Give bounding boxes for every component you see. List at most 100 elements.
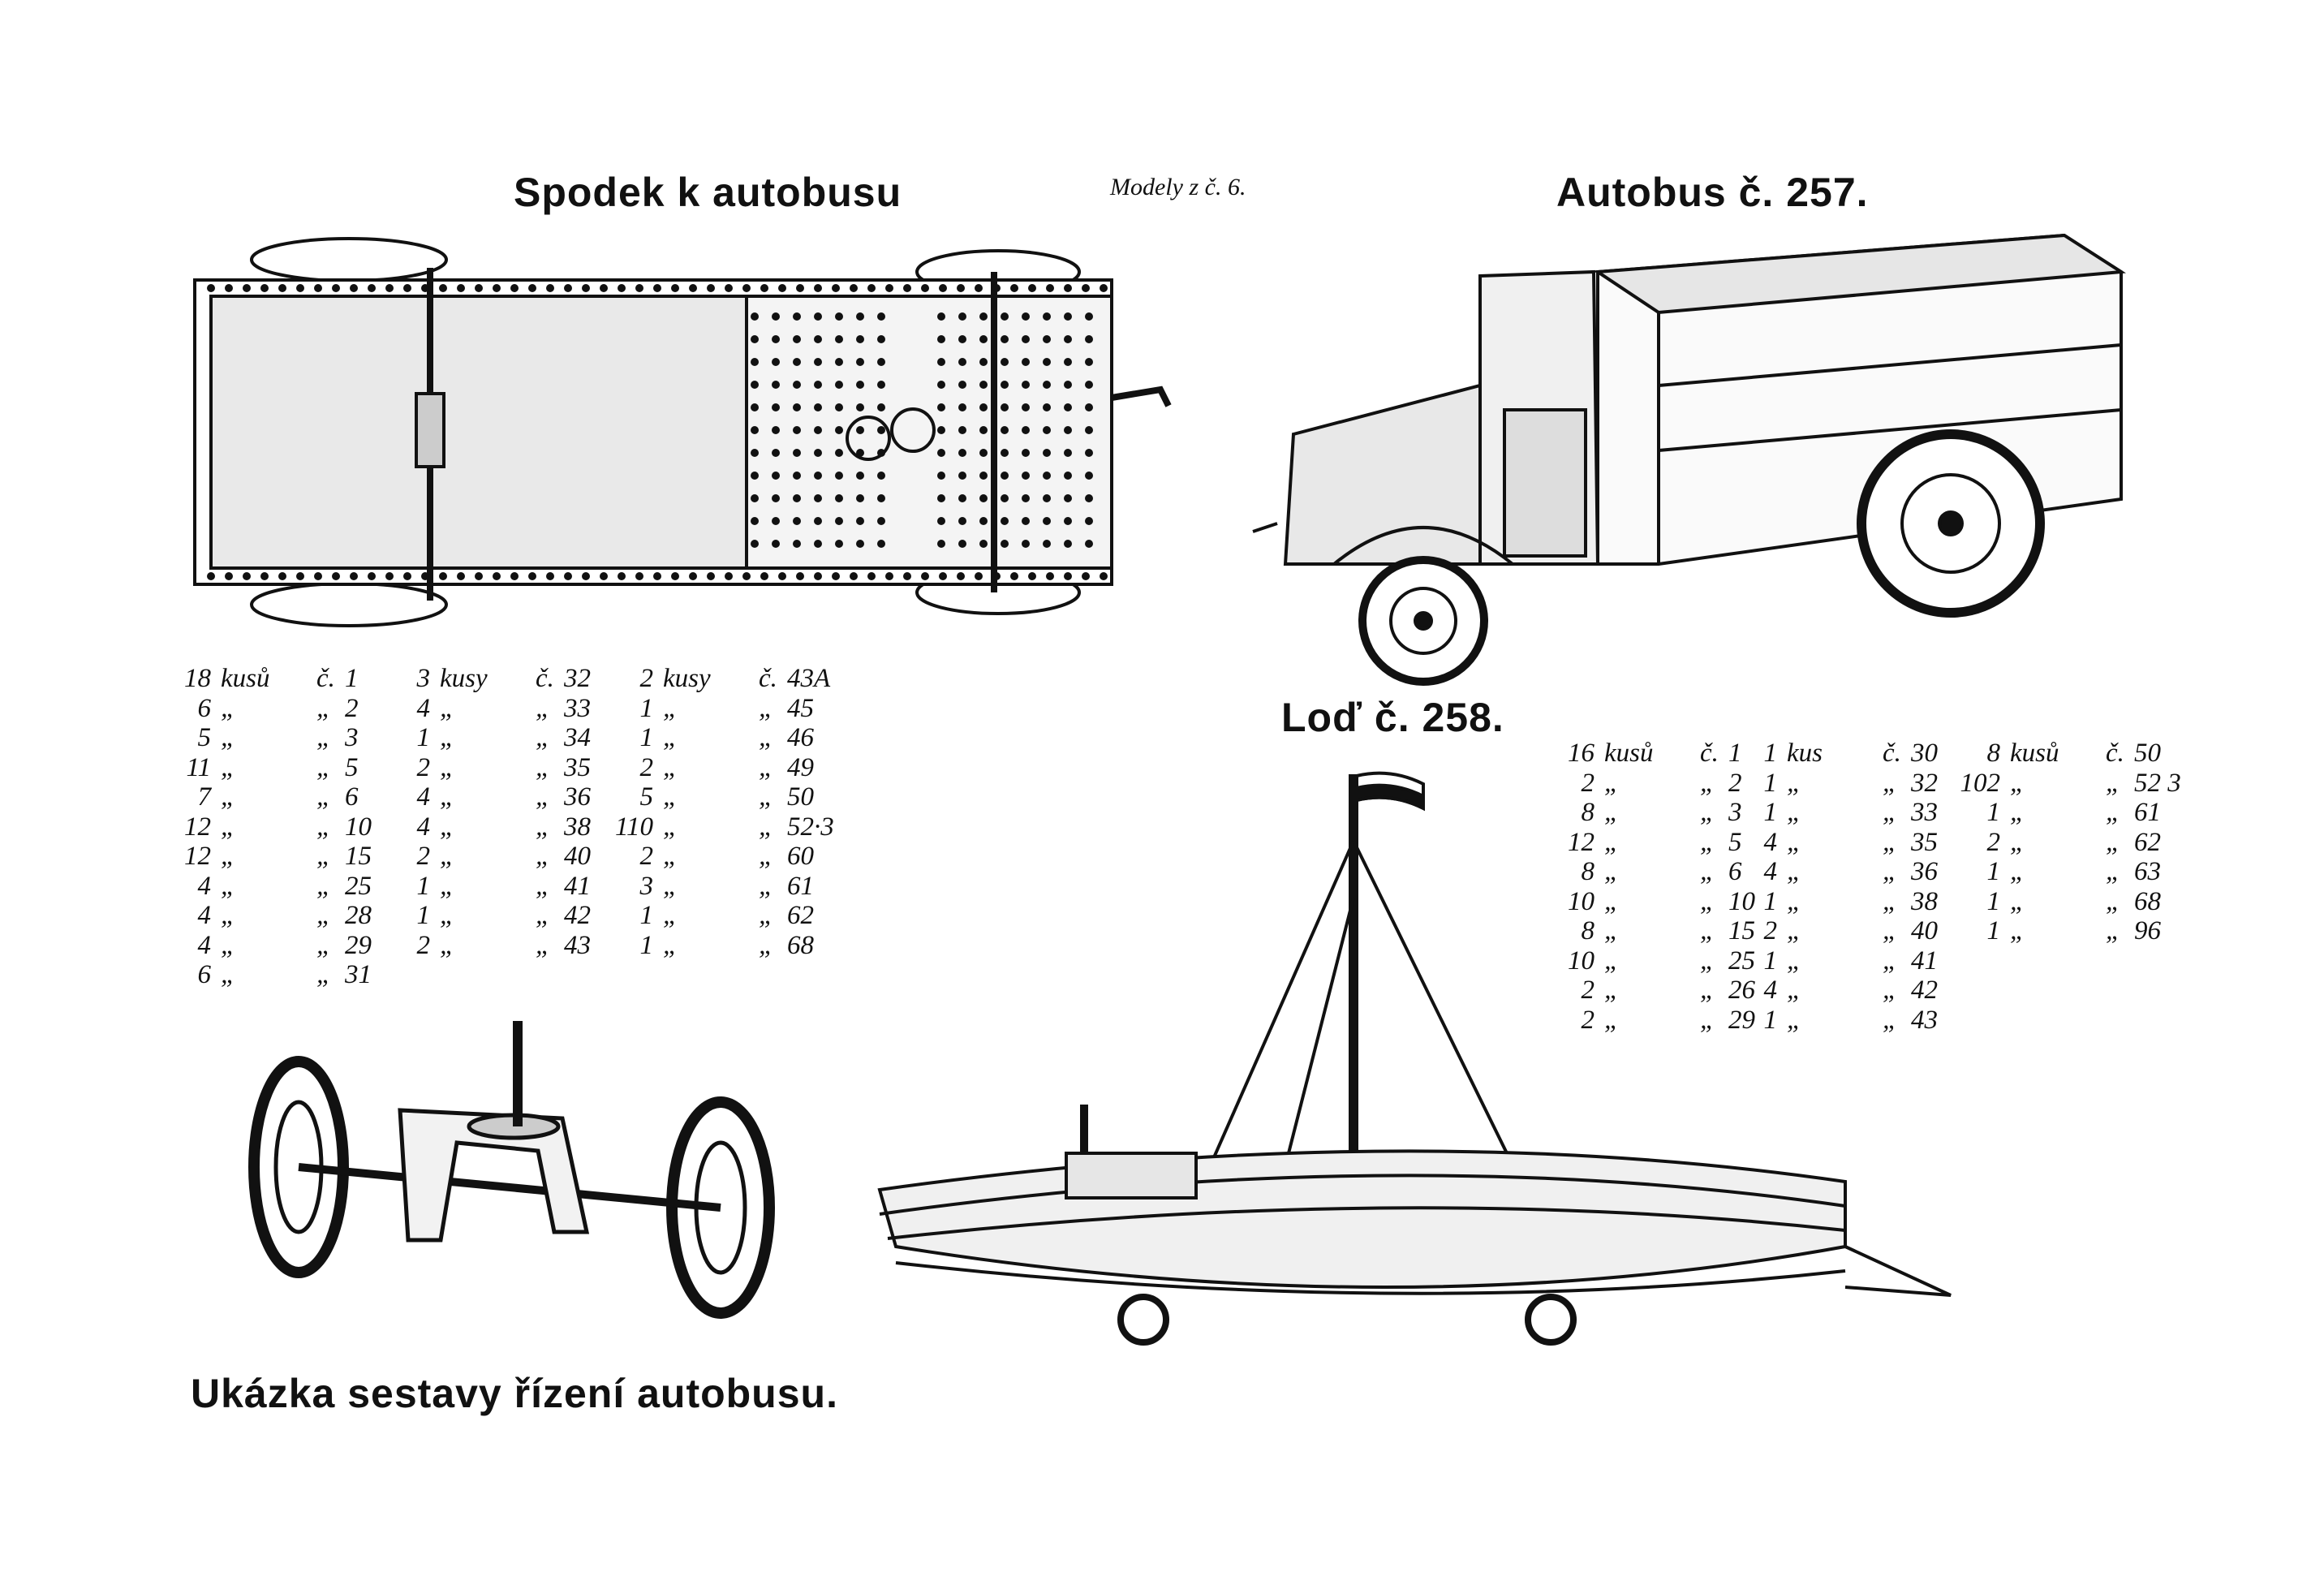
part-number: 36: [1911, 857, 1938, 886]
chassis-illustration: [193, 237, 1172, 627]
part-quantity: 4: [1763, 827, 1778, 857]
part-unit: kus: [1787, 739, 1823, 768]
part-number-label: „: [1700, 857, 1715, 886]
part-number-label: „: [2106, 857, 2121, 886]
part-unit: „: [1604, 886, 1620, 916]
part-number-label: „: [1700, 768, 1715, 798]
part-number: 32: [564, 664, 591, 693]
part-number-label: „: [1883, 827, 1898, 857]
part-number: 3: [1728, 798, 1742, 827]
part-number: 62: [787, 901, 814, 930]
part-number-label: „: [1700, 1005, 1715, 1035]
part-number: 40: [564, 842, 591, 871]
part-quantity: 1: [1763, 1005, 1778, 1035]
part-number: 40: [1911, 916, 1938, 945]
part-number: 38: [1911, 886, 1938, 916]
part-unit: „: [1604, 768, 1620, 798]
part-number-label: „: [1883, 857, 1898, 886]
part-number: 96: [2134, 916, 2161, 945]
part-quantity: 1: [1763, 739, 1778, 768]
part-number: 61: [2134, 798, 2161, 827]
part-unit: „: [1604, 827, 1620, 857]
part-unit: „: [221, 723, 236, 752]
part-quantity: 1: [639, 693, 654, 723]
part-number: 52 3: [2134, 768, 2181, 798]
part-unit: „: [440, 842, 455, 871]
part-number: 1: [1728, 739, 1742, 768]
part-quantity: 2: [1581, 976, 1595, 1005]
part-number: 35: [1911, 827, 1938, 857]
part-quantity: 1: [416, 901, 431, 930]
part-number-label: „: [316, 752, 332, 782]
ship-illustration: [877, 771, 1952, 1346]
part-unit: kusy: [440, 664, 488, 693]
part-number: 3: [345, 723, 359, 752]
part-number: 42: [564, 901, 591, 930]
part-number: 34: [564, 723, 591, 752]
part-quantity: 1: [1986, 916, 2001, 945]
chassis-title: Spodek k autobusu: [514, 170, 902, 215]
part-unit: „: [1787, 945, 1802, 976]
part-unit: „: [221, 782, 236, 812]
part-unit: „: [663, 871, 678, 901]
part-quantity: 1: [1763, 886, 1778, 916]
part-quantity: 110: [614, 812, 653, 842]
part-number: 25: [345, 871, 372, 901]
part-number-label: „: [536, 693, 551, 723]
part-number-label: „: [536, 723, 551, 752]
part-number-label: „: [1700, 798, 1715, 827]
part-quantity: 8: [1986, 739, 2001, 768]
part-quantity: 4: [197, 871, 212, 901]
part-number-label: „: [536, 842, 551, 871]
part-number: 60: [787, 842, 814, 871]
part-quantity: 11: [186, 752, 211, 782]
part-number-label: „: [2106, 768, 2121, 798]
part-unit: „: [2010, 916, 2025, 945]
part-unit: „: [1787, 1005, 1802, 1035]
part-number: 36: [564, 782, 591, 812]
part-unit: „: [1787, 916, 1802, 945]
part-number: 43A: [787, 664, 831, 693]
part-number: 38: [564, 812, 591, 842]
part-number-label: „: [536, 930, 551, 960]
steering-illustration: [248, 1021, 775, 1319]
part-number-label: „: [316, 812, 332, 842]
part-number: 2: [1728, 768, 1742, 798]
part-unit: „: [221, 960, 236, 989]
part-quantity: 1: [639, 901, 654, 930]
part-number-label: č.: [316, 664, 335, 693]
bus-illustration: [1252, 233, 2127, 686]
part-number: 63: [2134, 857, 2161, 886]
part-number: 5: [1728, 827, 1742, 857]
part-number: 29: [345, 930, 372, 960]
part-number: 68: [787, 930, 814, 960]
part-number-label: č.: [759, 664, 777, 693]
part-number-label: „: [1883, 1005, 1898, 1035]
part-unit: „: [440, 901, 455, 930]
part-unit: kusů: [1604, 739, 1654, 768]
part-unit: „: [221, 693, 236, 723]
part-number-label: „: [316, 842, 332, 871]
part-number: 29: [1728, 1005, 1755, 1035]
part-quantity: 2: [1581, 768, 1595, 798]
part-number-label: č.: [536, 664, 554, 693]
part-unit: „: [221, 812, 236, 842]
part-quantity: 1: [416, 871, 431, 901]
part-quantity: 12: [184, 842, 211, 871]
part-unit: kusů: [2010, 739, 2059, 768]
part-unit: „: [1787, 886, 1802, 916]
part-number: 10: [345, 812, 372, 842]
part-unit: „: [663, 812, 678, 842]
part-number-label: „: [536, 871, 551, 901]
part-number: 10: [1728, 886, 1755, 916]
part-quantity: 10: [1568, 886, 1595, 916]
part-number-label: „: [1700, 945, 1715, 976]
part-number: 61: [787, 871, 814, 901]
part-unit: „: [221, 871, 236, 901]
part-unit: „: [2010, 827, 2025, 857]
part-quantity: 2: [639, 664, 654, 693]
part-unit: „: [1604, 976, 1620, 1005]
part-unit: kusy: [663, 664, 711, 693]
part-number: 15: [345, 842, 372, 871]
